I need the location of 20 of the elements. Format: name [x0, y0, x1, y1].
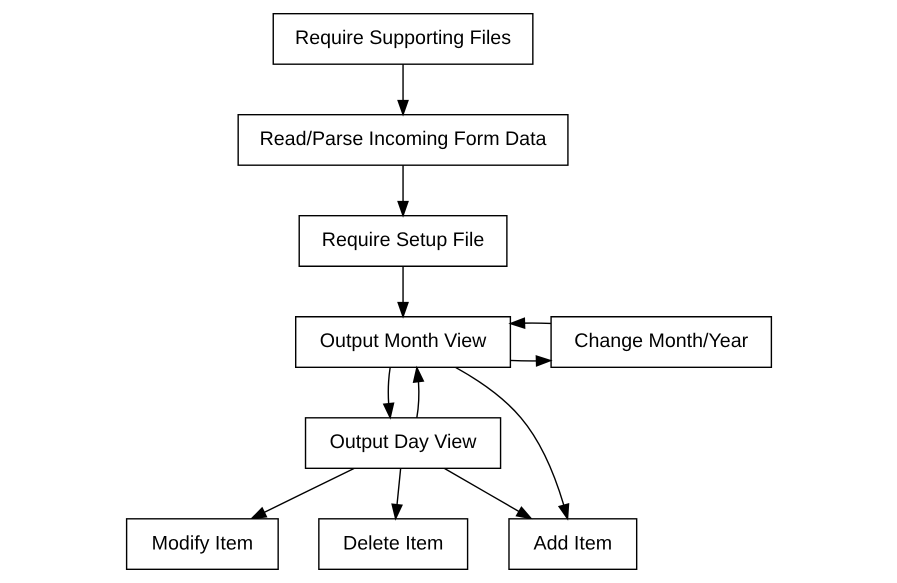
arrow [396, 166, 408, 218]
node-box: Change Month/Year [550, 316, 772, 368]
arrow [510, 355, 552, 367]
node-box: Modify Item [125, 518, 278, 570]
node-box: Output Day View [304, 417, 501, 469]
arrow [444, 468, 532, 520]
node-box: Read/Parse Incoming Form Data [236, 114, 568, 166]
node-box: Add Item [508, 518, 637, 570]
node-box: Require Setup File [298, 215, 508, 267]
arrow [396, 64, 408, 117]
arrow [390, 468, 402, 521]
node-box: Require Supporting Files [272, 12, 534, 65]
arrow [382, 368, 394, 420]
node-box: Delete Item [318, 518, 468, 570]
arrow [396, 266, 408, 319]
arrow [454, 366, 569, 521]
arrow [508, 317, 550, 330]
arrow [412, 366, 424, 418]
node-box: Output Month View [294, 316, 511, 368]
arrow [249, 468, 354, 520]
